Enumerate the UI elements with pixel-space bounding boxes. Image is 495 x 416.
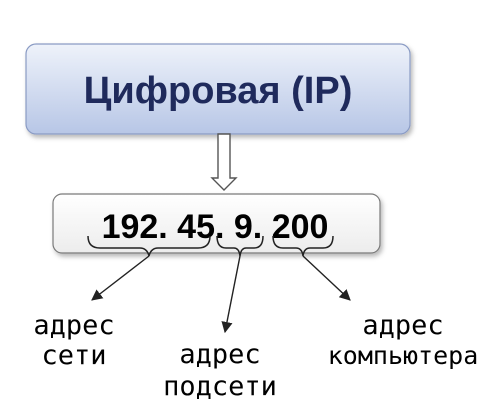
label-network-line1: адрес xyxy=(33,310,114,341)
down-arrow-shape xyxy=(210,133,238,191)
arrow-to-network-label xyxy=(91,255,150,301)
ip-address-value: 192. 45. 9. 200 xyxy=(102,208,329,246)
label-subnet: адрес подсети xyxy=(163,339,277,402)
label-network: адрес сети xyxy=(33,310,114,371)
label-computer-line1: адрес xyxy=(362,310,443,341)
label-network-line2: сети xyxy=(41,340,106,371)
ip-address-box-shape xyxy=(52,193,381,254)
arrow-to-subnet-label xyxy=(221,255,241,334)
diagram-title: Цифровая (IP) xyxy=(84,70,353,112)
label-subnet-line2: подсети xyxy=(163,371,277,402)
label-subnet-line1: адрес xyxy=(179,339,260,370)
down-arrow xyxy=(210,133,238,191)
label-computer-line2: компьютера xyxy=(328,341,479,370)
title-box: Цифровая (IP) xyxy=(25,43,411,135)
arrow-to-computer-label xyxy=(302,255,351,301)
label-computer: адрес компьютера xyxy=(328,310,479,370)
ip-address-box: 192. 45. 9. 200 xyxy=(52,193,381,254)
